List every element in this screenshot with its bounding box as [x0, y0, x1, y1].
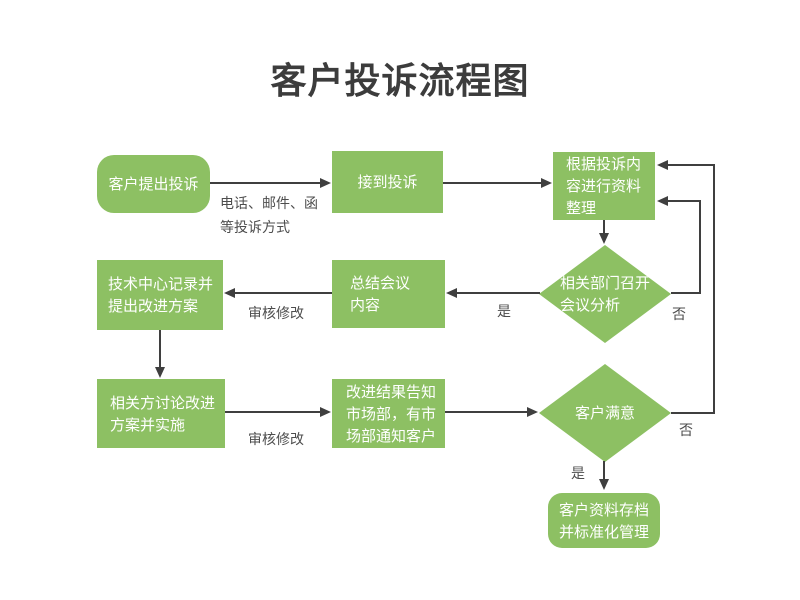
edge-satisfied-no-line-h2 — [668, 164, 715, 166]
edge-meeting-no-line-h1 — [671, 292, 701, 294]
arrowhead-down-icon — [599, 479, 609, 490]
edge-meeting-summary-line — [456, 292, 540, 294]
node-receive: 接到投诉 — [332, 151, 443, 213]
node-organize: 根据投诉内 容进行资料 整理 — [553, 152, 655, 220]
node-notify: 改进结果告知 市场部，有市 场部通知客户 — [332, 379, 445, 448]
arrowhead-left-icon — [446, 288, 457, 298]
arrowhead-right-icon — [320, 178, 331, 188]
edge-label-no-meeting: 否 — [672, 307, 686, 323]
edge-start-receive-line — [210, 182, 321, 184]
edge-label-yes-satisfied: 是 — [571, 466, 585, 482]
edge-satisfied-no-line-h1 — [671, 412, 715, 414]
node-start: 客户提出投诉 — [97, 155, 210, 213]
edge-discuss-notify-line — [225, 411, 321, 413]
arrowhead-left-icon — [657, 196, 668, 206]
edge-meeting-no-line-v — [699, 200, 701, 294]
edge-satisfied-no-line-v — [713, 164, 715, 414]
edge-record-discuss-line — [159, 330, 161, 368]
node-satisfied-decision: 客户满意 — [539, 364, 671, 462]
edge-satisfied-archive-line — [603, 461, 605, 479]
node-discuss: 相关方讨论改进 方案并实施 — [97, 379, 225, 448]
node-record: 技术中心记录并 提出改进方案 — [97, 260, 223, 330]
arrowhead-left-icon — [657, 160, 668, 170]
arrowhead-down-icon — [155, 367, 165, 378]
edge-meeting-no-line-h2 — [668, 200, 701, 202]
node-summary: 总结会议 内容 — [332, 260, 445, 328]
arrowhead-down-icon — [599, 233, 609, 244]
page-title: 客户投诉流程图 — [270, 61, 530, 102]
edge-label-complaint-method: 电话、邮件、函 等投诉方式 — [220, 196, 318, 236]
arrowhead-right-icon — [541, 178, 552, 188]
edge-summary-record-line — [234, 292, 332, 294]
edge-label-review-modify-2: 审核修改 — [248, 432, 304, 448]
arrowhead-left-icon — [224, 288, 235, 298]
edge-label-review-modify-1: 审核修改 — [248, 306, 304, 322]
edge-label-no-satisfied: 否 — [679, 423, 693, 439]
edge-notify-satisfied-line — [445, 411, 528, 413]
node-archive: 客户资料存档 并标准化管理 — [548, 493, 660, 548]
arrowhead-right-icon — [527, 407, 538, 417]
edge-receive-organize-line — [443, 182, 542, 184]
edge-organize-meeting-line — [603, 220, 605, 234]
arrowhead-right-icon — [320, 407, 331, 417]
edge-label-yes-meeting: 是 — [497, 304, 511, 320]
node-meeting-decision: 相关部门召开 会议分析 — [539, 245, 671, 343]
